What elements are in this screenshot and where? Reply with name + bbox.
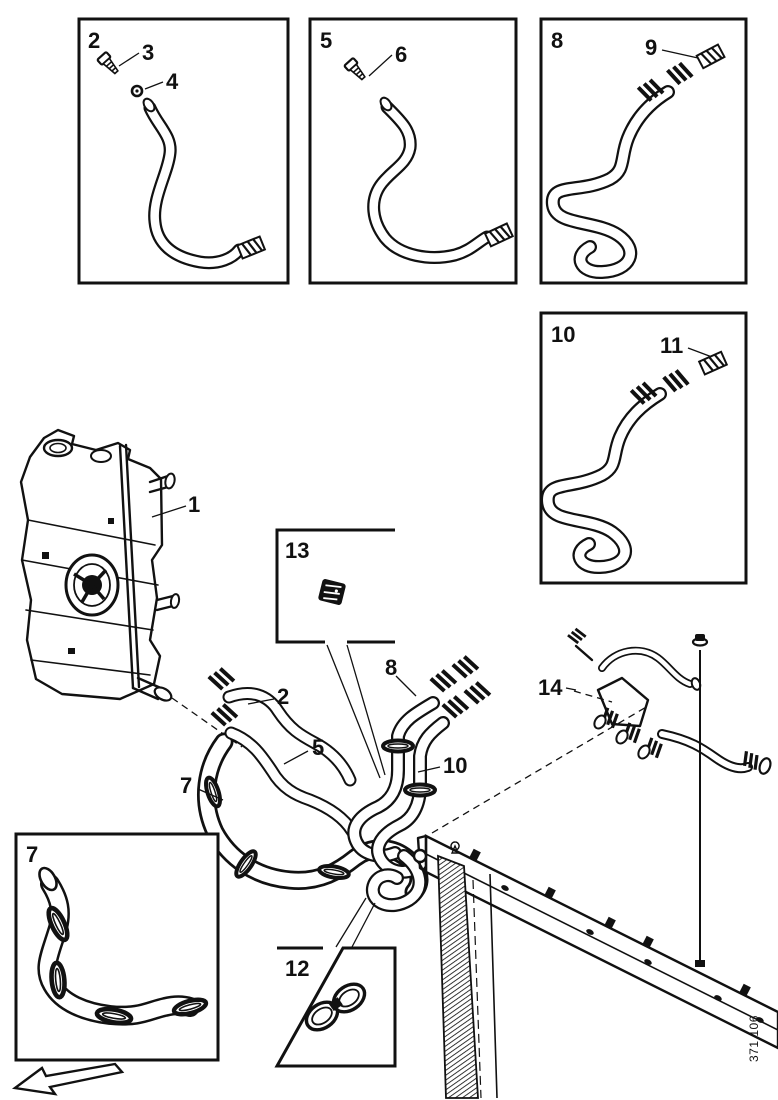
leader-line bbox=[118, 52, 140, 67]
detail-box-7: 7 bbox=[14, 832, 220, 1062]
callout-10: 10 bbox=[443, 753, 467, 778]
radiator-mount-hook bbox=[412, 848, 428, 864]
figure-number-text: 371 106 bbox=[747, 1015, 761, 1062]
callout-9: 9 bbox=[645, 35, 657, 60]
radiator-frame-edge bbox=[489, 873, 498, 1099]
hose-2-detail-drawing bbox=[142, 97, 266, 270]
hose-7-detail-drawing bbox=[37, 866, 208, 1025]
leader-line bbox=[346, 644, 386, 776]
leader-line bbox=[395, 675, 417, 697]
callout-8: 8 bbox=[385, 655, 397, 680]
detail-box-5: 5 6 bbox=[308, 17, 518, 285]
callout-11: 11 bbox=[660, 333, 683, 358]
detail-box-12-label: 12 bbox=[285, 956, 309, 981]
rib-connector bbox=[450, 652, 480, 682]
fitting-end bbox=[758, 757, 772, 775]
radiator bbox=[412, 834, 778, 1099]
detail-box-8-label: 8 bbox=[551, 28, 563, 53]
assembly-leader-dashed bbox=[171, 697, 243, 748]
hose-opening bbox=[142, 97, 156, 113]
hose-clamp bbox=[403, 782, 437, 798]
manifold-stubs bbox=[593, 706, 666, 760]
radiator-centerline bbox=[472, 879, 482, 1099]
detail-box-10: 10 11 bbox=[539, 311, 748, 585]
leader-line bbox=[197, 788, 224, 801]
tank-cap-2 bbox=[90, 449, 112, 463]
filler-cap-inner bbox=[49, 442, 67, 454]
hose-opening bbox=[38, 866, 58, 892]
leader-line bbox=[283, 750, 309, 765]
tank-detail bbox=[68, 648, 75, 654]
hose-manifold-14 bbox=[431, 625, 772, 834]
filler-cap bbox=[42, 438, 74, 458]
bolt-hole bbox=[695, 960, 705, 967]
detail-box-2-label: 2 bbox=[88, 28, 100, 53]
hose-clamp bbox=[50, 962, 66, 997]
hose-8-detail-drawing bbox=[545, 43, 726, 279]
callout-6: 6 bbox=[395, 42, 407, 67]
detail-box-7-label: 7 bbox=[26, 842, 38, 867]
tank-port-inner bbox=[73, 563, 111, 607]
leader-line bbox=[335, 897, 367, 948]
hose-clamp bbox=[381, 738, 415, 754]
leader-line bbox=[368, 54, 393, 77]
callout-14: 14 bbox=[538, 675, 563, 700]
detail-box-13-label: 13 bbox=[285, 538, 309, 563]
tank-outlet-mid-end bbox=[169, 593, 181, 609]
figure-number: 371 106 bbox=[747, 1015, 761, 1062]
callout-7: 7 bbox=[180, 773, 192, 798]
leader-line bbox=[326, 644, 381, 779]
leader-line bbox=[417, 766, 441, 773]
rib-connector bbox=[206, 664, 236, 694]
leader-line bbox=[144, 81, 164, 90]
tank-port-spokes bbox=[73, 568, 108, 603]
leader-line-dashed bbox=[573, 690, 613, 703]
leader-line bbox=[151, 505, 187, 518]
callout-3: 3 bbox=[142, 40, 154, 65]
clip-icon bbox=[318, 579, 346, 605]
detail-box-12: 12 bbox=[274, 946, 397, 1068]
tank-outlet-top-end bbox=[164, 472, 176, 490]
leader-line bbox=[661, 49, 699, 59]
hose-10-detail-drawing bbox=[540, 350, 728, 574]
detail-box-2: 2 3 4 bbox=[77, 17, 290, 285]
grommet-icon bbox=[304, 982, 367, 1032]
tank-strap bbox=[118, 443, 141, 690]
tank-outlet-bottom-end bbox=[153, 686, 173, 702]
tank-detail bbox=[108, 518, 114, 524]
rib-connector bbox=[209, 700, 239, 730]
direction-arrow-icon bbox=[11, 1062, 125, 1096]
rib-connector bbox=[428, 666, 458, 696]
manifold-stub bbox=[574, 644, 594, 662]
hose-bundle bbox=[197, 652, 492, 912]
rib-connector bbox=[440, 692, 470, 722]
detail-box-10-label: 10 bbox=[551, 322, 575, 347]
detail-box-8: 8 9 bbox=[539, 17, 748, 285]
leader-line bbox=[565, 687, 577, 691]
leader-line bbox=[351, 902, 376, 948]
crossmember-holes bbox=[450, 841, 764, 1023]
rib-connector bbox=[462, 678, 492, 708]
expansion-tank bbox=[19, 428, 181, 702]
rib-connector bbox=[566, 625, 588, 647]
washer-icon-center bbox=[135, 89, 139, 93]
crossmember-edge bbox=[425, 853, 778, 1031]
callout-5: 5 bbox=[312, 735, 324, 760]
tank-outlet-top bbox=[148, 474, 170, 494]
radiator-core bbox=[437, 854, 479, 1099]
tank-detail bbox=[42, 552, 49, 559]
hose-5-detail-drawing bbox=[367, 96, 514, 264]
detail-box-5-label: 5 bbox=[320, 28, 332, 53]
tank-outlet-mid bbox=[155, 594, 175, 612]
callout-2: 2 bbox=[277, 684, 289, 709]
mounting-bolt bbox=[691, 634, 709, 967]
hose-opening bbox=[379, 96, 393, 112]
detail-box-13: 13 bbox=[275, 528, 395, 644]
callout-1: 1 bbox=[188, 492, 200, 517]
leader-line bbox=[247, 698, 275, 705]
leader-line bbox=[687, 347, 713, 358]
crossmember-clips bbox=[469, 848, 751, 997]
callout-4: 4 bbox=[166, 69, 179, 94]
